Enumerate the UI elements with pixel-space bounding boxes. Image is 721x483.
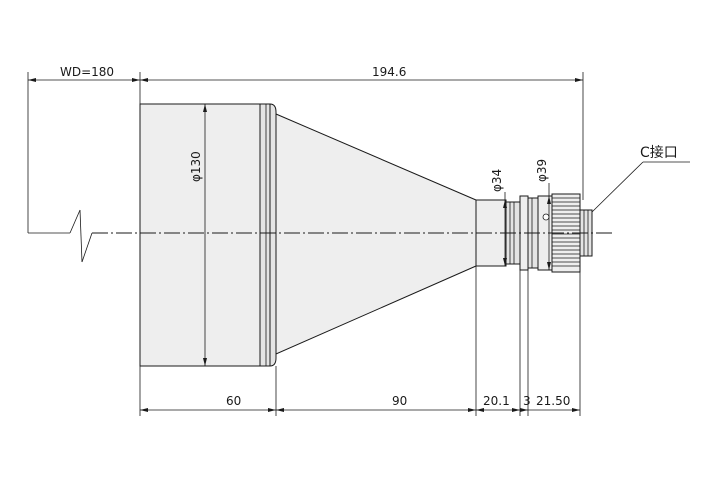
mount-callout-label: C接口 xyxy=(640,144,678,161)
wd-label: WD=180 xyxy=(60,65,114,79)
rear-diameter-dims xyxy=(503,183,551,270)
length-rear-label: 20.1 xyxy=(483,394,510,408)
length-mount-a-label: 3 xyxy=(523,394,531,408)
top-dimension-lines xyxy=(27,72,584,233)
length-cone-label: 90 xyxy=(392,394,407,408)
rear-diameter-b-label: φ39 xyxy=(535,159,549,182)
length-mount-b-label: 21.50 xyxy=(536,394,570,408)
set-screw-icon xyxy=(542,213,550,221)
front-diameter-label: φ130 xyxy=(189,151,203,182)
cone-section xyxy=(275,113,477,355)
front-diameter-dim xyxy=(203,104,207,366)
front-barrel xyxy=(139,103,277,367)
length-front-label: 60 xyxy=(226,394,241,408)
rear-diameter-a-label: φ34 xyxy=(490,169,504,192)
mount-callout-leader xyxy=(591,161,690,213)
object-axis-break xyxy=(28,209,93,263)
overall-length-label: 194.6 xyxy=(372,65,406,79)
bottom-dimension-lines xyxy=(139,266,581,416)
